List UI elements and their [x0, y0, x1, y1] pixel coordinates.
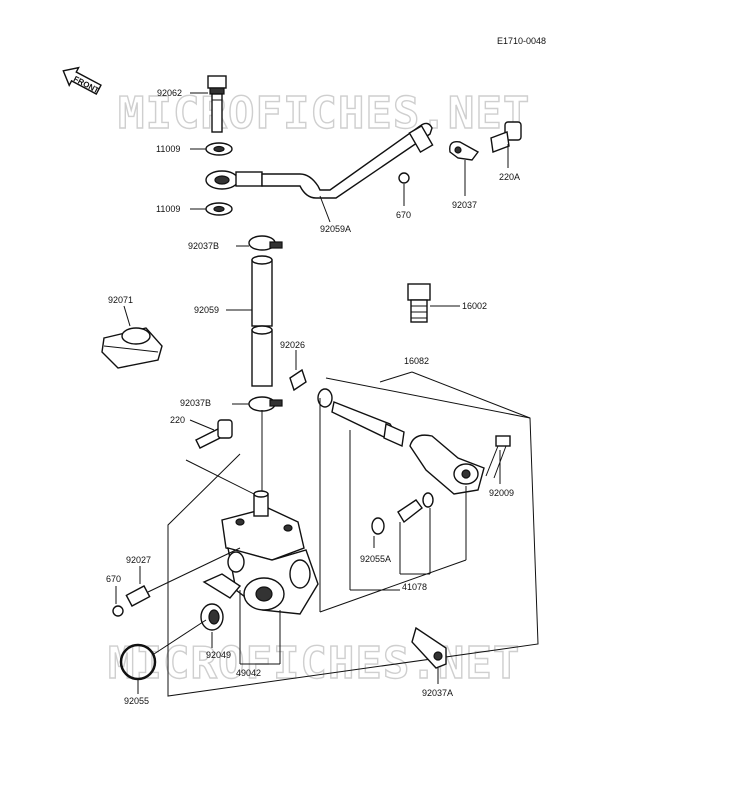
label-49042: 49042 [236, 668, 261, 678]
clip-92026 [289, 368, 307, 392]
washer-92049 [200, 603, 224, 631]
label-220: 220 [170, 415, 185, 425]
label-16082: 16082 [404, 356, 429, 366]
hose-clamp-92037b-top [248, 235, 283, 251]
front-arrow-icon: FRONT [62, 66, 102, 95]
o-ring-92055 [119, 643, 157, 681]
o-ring-670-bottom [112, 605, 124, 617]
label-92009: 92009 [489, 488, 514, 498]
watermark-top: MICROFICHES.NET [118, 88, 530, 139]
oil-pipe-92059a [205, 122, 434, 199]
label-670-top: 670 [396, 210, 411, 220]
pin-92027 [125, 585, 151, 607]
clamp-92037 [449, 141, 480, 161]
assembly-outline [167, 377, 539, 697]
housing-cover [409, 434, 485, 495]
bolt-16002 [407, 283, 431, 323]
label-92037: 92037 [452, 200, 477, 210]
label-92037b-mid: 92037B [180, 398, 211, 408]
label-92026: 92026 [280, 340, 305, 350]
oil-pump-body [202, 490, 319, 615]
label-92055: 92055 [124, 696, 149, 706]
label-92055a: 92055A [360, 554, 391, 564]
bolt-220a [490, 121, 522, 153]
bolt-92009 [485, 435, 511, 479]
reference-code: E1710-0048 [497, 36, 546, 46]
hose-clamp-92037b-mid [248, 396, 283, 412]
cap-92071 [101, 327, 163, 369]
banjo-bolt-92062 [207, 75, 227, 133]
label-16002: 16002 [462, 301, 487, 311]
clamp-92037a [411, 626, 447, 669]
label-220a: 220A [499, 172, 520, 182]
label-92071: 92071 [108, 295, 133, 305]
label-92049: 92049 [206, 650, 231, 660]
watermark-bottom: MICROFICHES.NET [108, 638, 520, 689]
bolt-220 [195, 419, 233, 449]
label-92037b-top: 92037B [188, 241, 219, 251]
o-ring-92055a [371, 517, 385, 535]
o-ring-670-top [398, 172, 410, 184]
label-11009-top: 11009 [156, 144, 180, 154]
label-92062: 92062 [157, 88, 182, 98]
label-41078: 41078 [402, 582, 427, 592]
hose-92059 [251, 255, 273, 387]
label-92027: 92027 [126, 555, 151, 565]
shaft-16082 [317, 388, 405, 448]
label-670-bottom: 670 [106, 574, 121, 584]
label-92059: 92059 [194, 305, 219, 315]
label-92037a: 92037A [422, 688, 453, 698]
plunger-41078 [397, 492, 434, 524]
label-11009-bottom: 11009 [156, 204, 180, 214]
label-92059a: 92059A [320, 224, 351, 234]
